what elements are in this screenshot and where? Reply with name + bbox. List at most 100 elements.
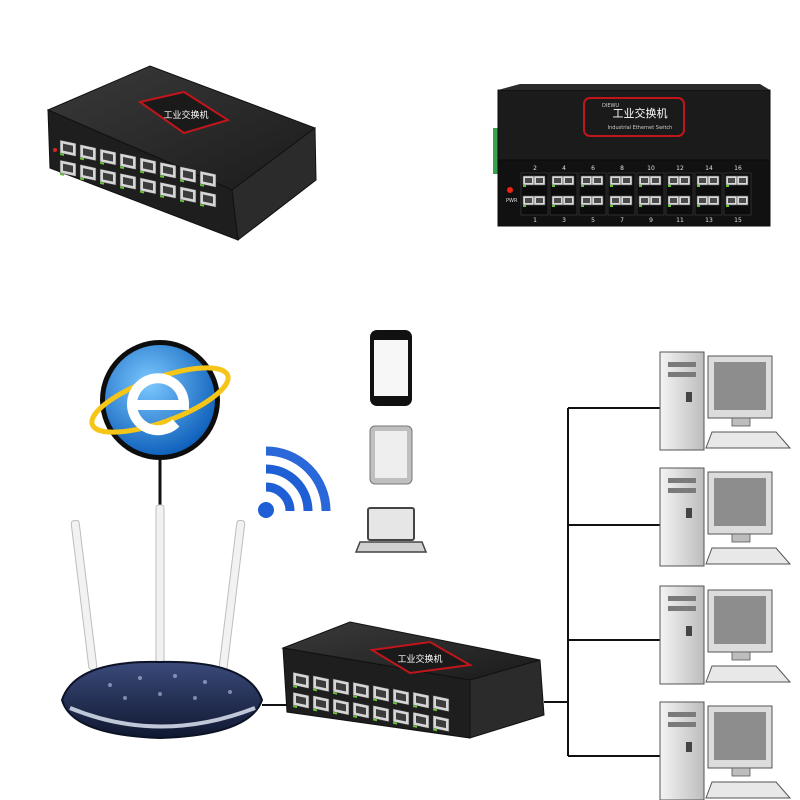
badge-title: 工业交换机 — [163, 109, 208, 121]
badge-title: 工业交换机 — [397, 653, 442, 665]
port-led — [639, 205, 642, 207]
drive-bay — [668, 488, 696, 493]
industrial-switch-bottom: 工业交换机 — [262, 621, 545, 739]
port-socket — [103, 172, 113, 182]
port-led — [610, 205, 613, 207]
ethernet-port — [725, 175, 738, 186]
drive-bay — [668, 596, 696, 601]
port-socket — [83, 148, 93, 158]
keyboard — [705, 665, 792, 683]
ethernet-port — [667, 175, 680, 186]
port-socket — [436, 718, 446, 729]
port-number-label: 16 — [734, 165, 742, 172]
computer-group — [659, 351, 792, 800]
port-led — [160, 195, 164, 198]
port-number-label: 12 — [676, 165, 684, 172]
port-socket — [436, 698, 446, 709]
ethernet-port — [667, 195, 680, 206]
port-number-label: 15 — [734, 217, 742, 224]
port-led — [726, 205, 729, 207]
ethernet-port — [580, 175, 593, 186]
pc-tower — [659, 585, 705, 685]
monitor-stand — [731, 651, 751, 661]
desktop-computer-icon — [659, 351, 792, 451]
port-socket — [143, 161, 153, 171]
port-led — [100, 181, 104, 185]
ethernet-port — [609, 175, 622, 186]
badge-brand: DIEWU — [602, 103, 619, 109]
ethernet-port — [522, 175, 535, 186]
port-led — [333, 711, 337, 715]
pc-tower — [659, 701, 705, 800]
port-led — [200, 203, 204, 207]
drive-bay — [668, 712, 696, 717]
port-socket — [416, 695, 426, 705]
product-badge: 工业交换机 — [369, 640, 474, 675]
port-led — [552, 205, 555, 207]
port-socket — [396, 692, 406, 702]
port-led — [293, 685, 297, 689]
tablet-icon — [369, 425, 413, 485]
keyboard — [705, 781, 792, 799]
ethernet-port — [562, 195, 575, 206]
port-number-label: 5 — [591, 217, 595, 224]
port-led — [373, 718, 377, 722]
keyboard — [705, 547, 792, 565]
port-number-label: 14 — [705, 165, 713, 172]
ethernet-port — [551, 195, 564, 206]
monitor-stand — [731, 533, 751, 543]
port-socket — [376, 709, 386, 719]
port-led — [581, 185, 584, 187]
ethernet-port — [678, 195, 691, 206]
smartphone-icon — [370, 330, 412, 406]
power-led — [507, 187, 513, 193]
ethernet-port — [696, 175, 709, 186]
port-led — [413, 705, 417, 708]
pc-tower — [659, 467, 705, 567]
port-led — [413, 725, 417, 728]
port-socket — [336, 682, 346, 692]
port-socket — [183, 170, 193, 180]
monitor-screen — [714, 712, 766, 760]
monitor-screen — [714, 362, 766, 410]
internet-explorer-icon — [89, 340, 231, 520]
monitor-screen — [714, 596, 766, 644]
port-panel — [59, 139, 217, 208]
drive-bay — [668, 606, 696, 611]
port-led — [639, 185, 642, 187]
power-button — [686, 626, 692, 636]
port-socket — [316, 679, 326, 689]
port-number-label: 7 — [620, 217, 624, 224]
port-socket — [183, 190, 193, 200]
port-led — [523, 185, 526, 187]
port-number-label: 1 — [533, 217, 537, 224]
ethernet-port — [649, 195, 662, 206]
wifi-signal-icon — [258, 446, 331, 518]
port-led — [180, 179, 184, 183]
monitor-stand — [731, 417, 751, 427]
port-led — [333, 691, 337, 695]
port-socket — [123, 176, 133, 187]
port-led — [60, 153, 64, 156]
product-badge: 工业交换机 — [137, 90, 231, 135]
port-led — [581, 205, 584, 207]
port-led — [697, 205, 700, 207]
power-button — [686, 508, 692, 518]
industrial-switch-top-left: 工业交换机 — [46, 65, 317, 241]
port-led — [353, 715, 357, 718]
wireless-router-icon — [60, 504, 264, 740]
product-badge: 工业交换机 Industrial Ethernet Switch DIEWU — [583, 97, 685, 137]
ethernet-port — [678, 175, 691, 186]
port-panel — [520, 172, 752, 216]
ethernet-port — [609, 195, 622, 206]
port-socket — [376, 689, 386, 699]
network-cabling — [544, 407, 660, 757]
port-number-label: 8 — [620, 165, 624, 172]
port-socket — [63, 163, 73, 173]
port-socket — [163, 165, 173, 175]
port-socket — [103, 152, 113, 162]
ethernet-port — [638, 175, 651, 186]
port-panel — [292, 671, 450, 733]
monitor-screen — [714, 478, 766, 526]
